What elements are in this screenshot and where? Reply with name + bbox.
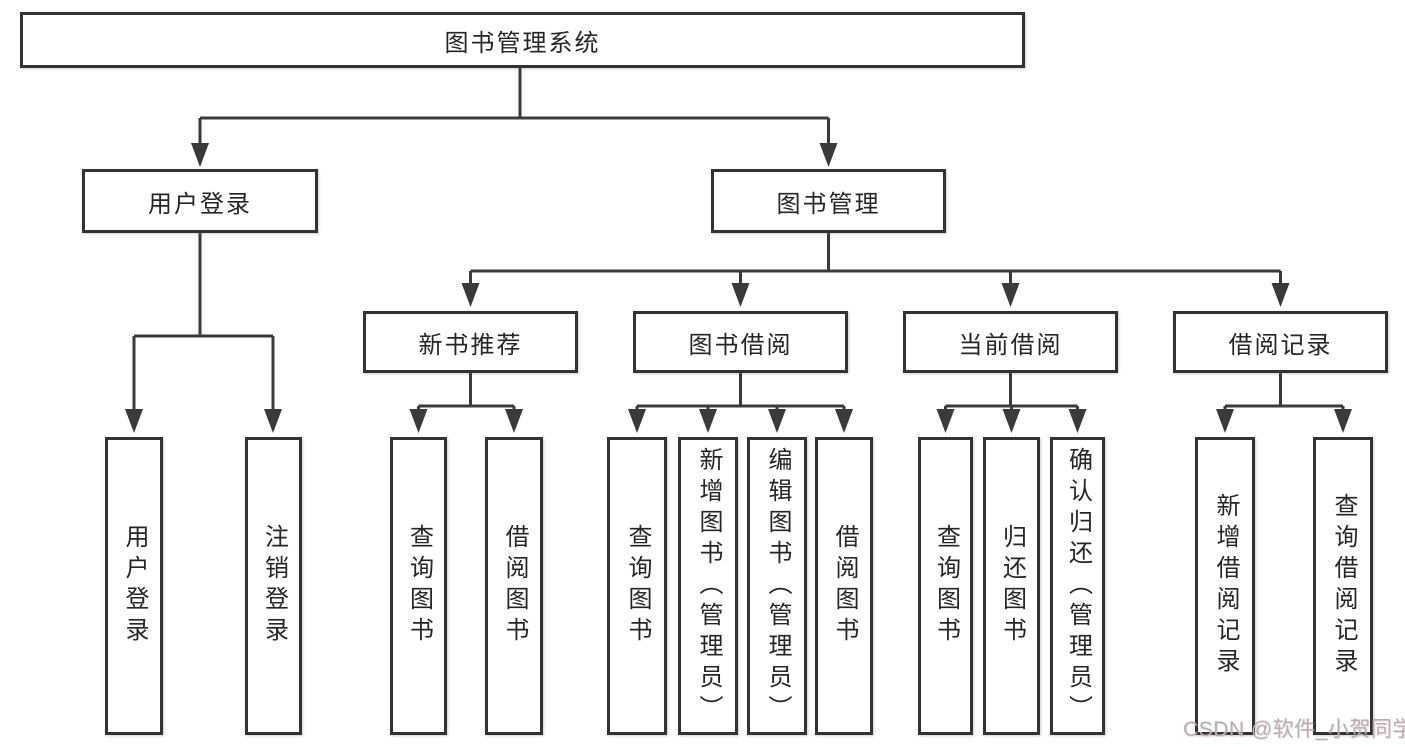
node-label: 用户登录 <box>121 524 148 648</box>
node-label: 新书推荐 <box>418 331 523 359</box>
node-user-login: 用户登录 <box>82 169 318 233</box>
node-root: 图书管理系统 <box>20 12 1025 68</box>
leaf-confirm-return-admin: 确认归还（管理员） <box>1050 437 1105 735</box>
node-label: 归还图书 <box>998 524 1026 648</box>
node-book-mgmt: 图书管理 <box>711 169 946 233</box>
node-label: 新增借阅记录 <box>1212 493 1239 679</box>
node-label: 借阅图书 <box>831 524 858 648</box>
node-book-borrow: 图书借阅 <box>633 311 848 373</box>
node-label: 当前借阅 <box>958 331 1063 359</box>
node-label: 查询图书 <box>932 524 960 648</box>
node-label: 图书管理 <box>776 190 881 218</box>
node-label: 图书管理系统 <box>444 29 601 57</box>
leaf-query-books-1: 查询图书 <box>390 437 447 735</box>
leaf-user-login: 用户登录 <box>105 437 163 735</box>
node-label: 编辑图书（管理员） <box>764 446 791 726</box>
node-label: 查询图书 <box>405 524 433 648</box>
leaf-add-borrow-record: 新增借阅记录 <box>1195 437 1255 735</box>
node-label: 借阅记录 <box>1228 331 1333 359</box>
leaf-return-book: 归还图书 <box>983 437 1040 735</box>
leaf-edit-book-admin: 编辑图书（管理员） <box>747 437 807 735</box>
node-label: 确认归还（管理员） <box>1064 446 1092 726</box>
leaf-add-book-admin: 新增图书（管理员） <box>678 437 738 735</box>
leaf-query-books-3: 查询图书 <box>918 437 973 735</box>
csdn-watermark: CSDN @软件_小贺同学 <box>1183 718 1405 741</box>
node-label: 新增图书（管理员） <box>695 446 722 726</box>
node-current-borrow: 当前借阅 <box>903 311 1118 373</box>
leaf-borrow-books-1: 借阅图书 <box>485 437 543 735</box>
node-label: 图书借阅 <box>688 331 793 359</box>
leaf-query-books-2: 查询图书 <box>607 437 667 735</box>
node-borrow-record: 借阅记录 <box>1173 311 1388 373</box>
node-label: 查询借阅记录 <box>1330 493 1357 679</box>
node-label: 借阅图书 <box>501 524 528 648</box>
node-label: 用户登录 <box>148 190 252 218</box>
node-label: 查询图书 <box>624 524 651 648</box>
leaf-logout: 注销登录 <box>245 437 302 735</box>
leaf-borrow-books-2: 借阅图书 <box>815 437 873 735</box>
node-label: 注销登录 <box>260 524 288 648</box>
leaf-query-borrow-record: 查询借阅记录 <box>1313 437 1373 735</box>
node-new-book-rec: 新书推荐 <box>363 311 578 373</box>
